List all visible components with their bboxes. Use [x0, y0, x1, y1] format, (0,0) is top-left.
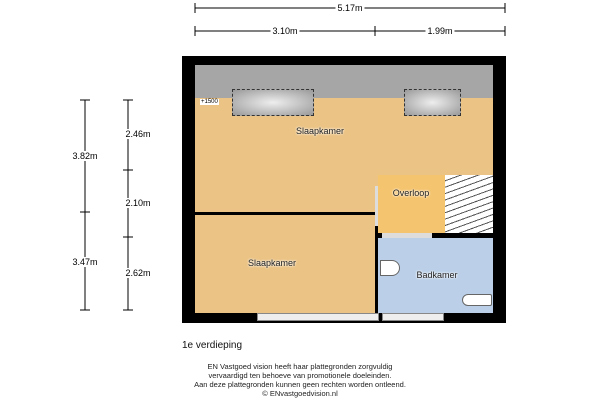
room-label-bedroom-large: Slaapkamer	[295, 126, 345, 136]
dim-outer-bottom: 3.47m	[70, 257, 100, 267]
dim-total-width: 5.17m	[335, 3, 365, 13]
copyright: © ENvastgoedvision.nl	[262, 389, 338, 398]
dim-inner-top: 2.46m	[123, 129, 153, 139]
window	[382, 313, 444, 321]
height-marker: +1500	[200, 99, 219, 105]
door-bedroom	[375, 186, 378, 226]
room-label-landing: Overloop	[392, 188, 430, 198]
landing-floor	[378, 175, 445, 233]
dim-inner-bottom: 2.62m	[123, 268, 153, 278]
toilet-icon	[462, 294, 492, 306]
dim-inner-middle: 2.10m	[123, 198, 153, 208]
floor-plan: +1500	[182, 56, 506, 323]
floor-label: 1e verdieping	[182, 340, 243, 351]
room-label-bedroom-small: Slaapkamer	[247, 258, 297, 268]
disclaimer-line: Aan deze plattegronden kunnen geen recht…	[194, 380, 406, 389]
skylight	[232, 89, 314, 116]
dim-left-width: 3.10m	[270, 26, 300, 36]
staircase	[445, 175, 493, 233]
bedroom-large-lower	[195, 171, 375, 212]
disclaimer-line: vervaardigd ten behoeve van promotionele…	[208, 371, 392, 380]
sink-icon	[380, 260, 400, 276]
dim-outer-top: 3.82m	[70, 151, 100, 161]
dim-right-width: 1.99m	[425, 26, 455, 36]
window	[257, 313, 379, 321]
bedroom-small-floor	[195, 215, 375, 313]
door-bathroom	[382, 233, 432, 238]
skylight	[404, 89, 461, 116]
room-label-bathroom: Badkamer	[416, 270, 458, 280]
disclaimer-line: EN Vastgoed vision heeft haar plattegron…	[207, 362, 393, 371]
